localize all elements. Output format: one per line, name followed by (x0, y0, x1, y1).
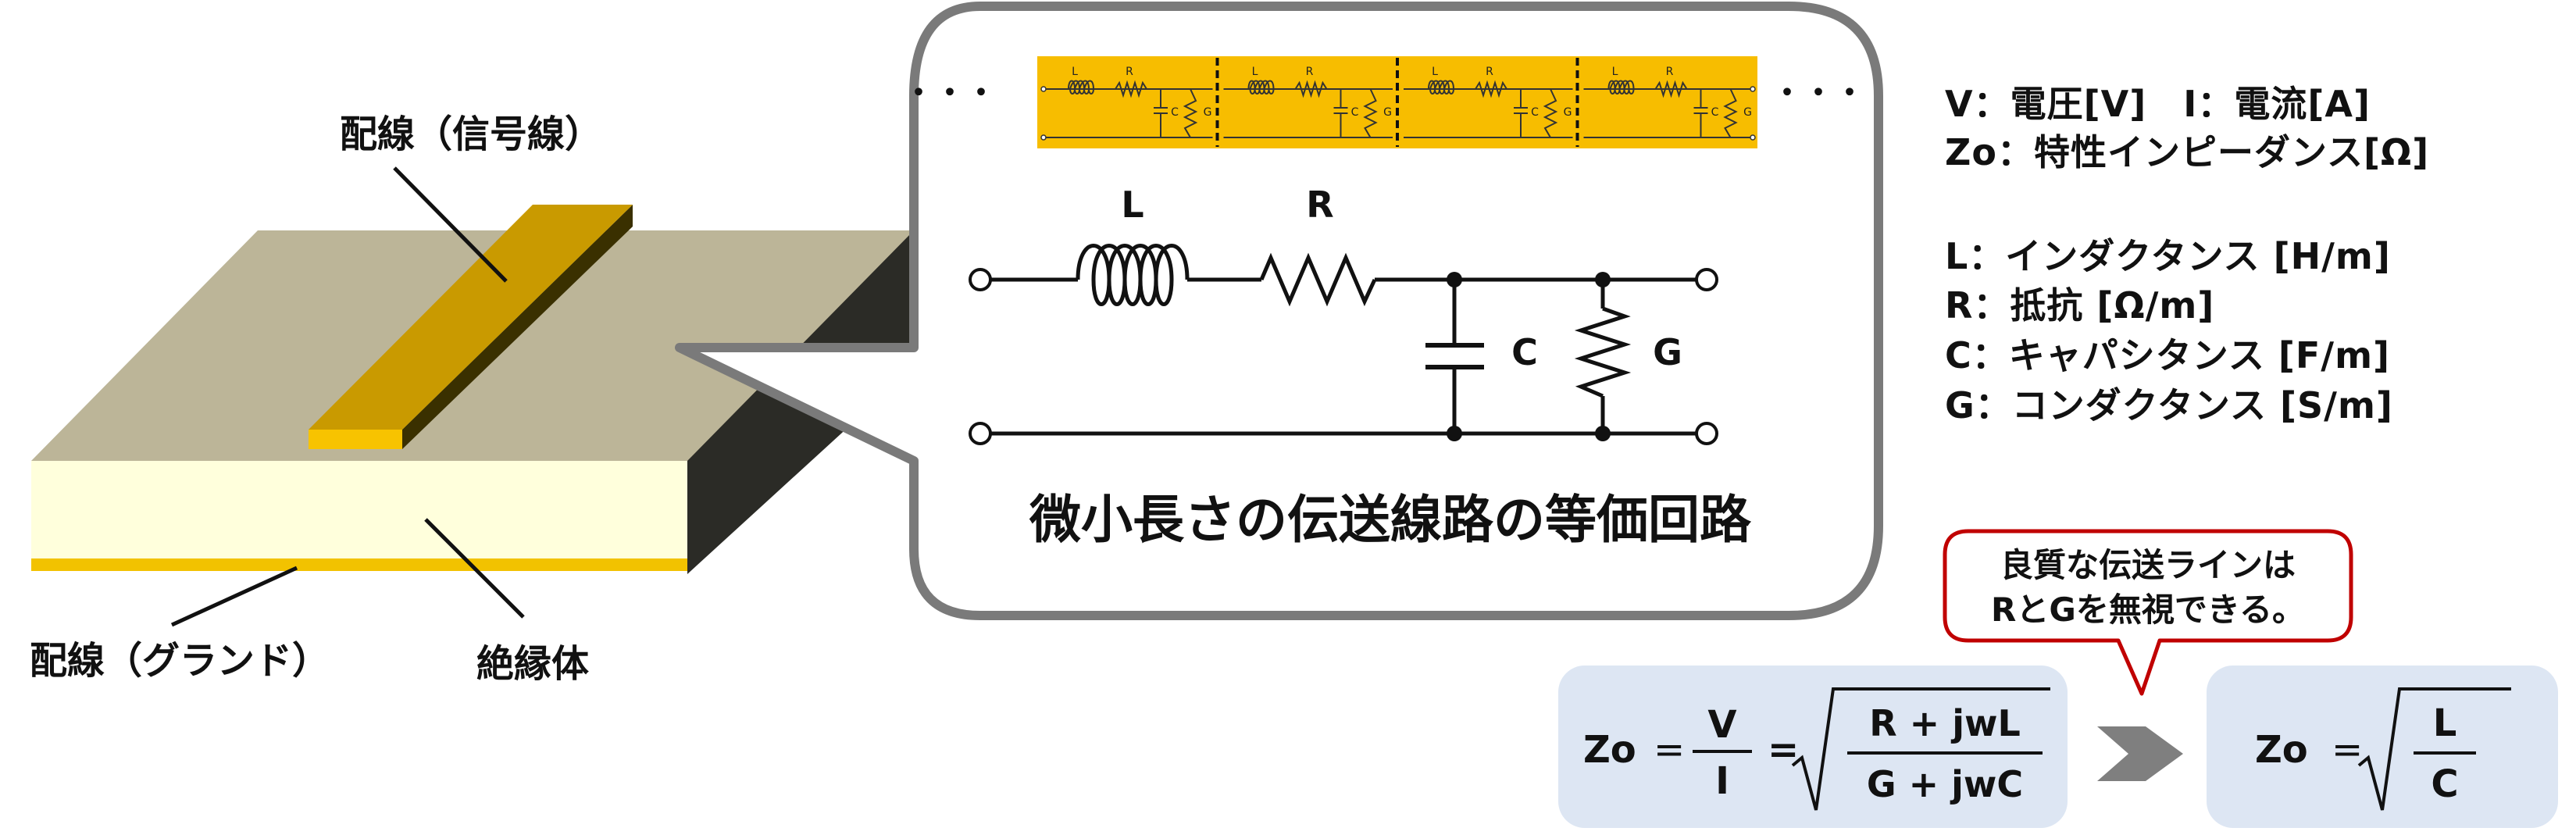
sqrt-sign (2357, 687, 2511, 811)
legend-line-resistance: R：抵抗 [Ω/m] (1945, 284, 2215, 327)
strip-terminal (1750, 86, 1756, 92)
strip-label: R (1666, 66, 1674, 78)
node-dot (1595, 272, 1611, 287)
inductor-label: L (1121, 184, 1144, 226)
formula-simple-root-den: C (2431, 762, 2458, 806)
legend-line-voltage-current: V：電圧[V] I：電流[A] (1945, 83, 2371, 125)
conductance-zigzag (1574, 306, 1632, 398)
ground-wire-label: 配線（グランド） (30, 639, 330, 683)
formula-full: Zo = V I = R + jwL G + jwC (1583, 687, 2050, 811)
inductor-coil (1076, 244, 1190, 306)
strip-conductance (1543, 88, 1558, 138)
ground-plane (31, 558, 687, 571)
strip-label: C (1711, 106, 1719, 119)
strip-resistor (1115, 80, 1147, 98)
signal-trace-front (309, 430, 402, 449)
resistor-zigzag (1259, 252, 1377, 307)
strip-label: L (1612, 66, 1618, 78)
formula-simple-lhs: Zo (2255, 728, 2308, 772)
formula-full-root-num: R + jwL (1869, 702, 2021, 744)
strip-label: R (1126, 66, 1133, 78)
strip-terminal (1040, 86, 1047, 92)
terminal-bottom-right (1695, 422, 1718, 445)
main-circuit (990, 244, 1707, 436)
board-front-face (31, 461, 687, 558)
capacitor-label: C (1511, 331, 1538, 373)
strip-terminal (1750, 134, 1756, 141)
pcb-illustration (31, 166, 914, 627)
strip-label: G (1743, 106, 1752, 119)
sqrt-sign (1791, 687, 2050, 811)
ground-leader-line (170, 566, 298, 627)
strip-label: C (1351, 106, 1359, 119)
signal-wire-label: 配線（信号線） (340, 112, 603, 156)
strip-label: L (1252, 66, 1258, 78)
signal-trace-side (402, 205, 633, 449)
signal-leader-line (393, 166, 508, 283)
arrow-right-icon (2097, 726, 2183, 781)
formula-full-lhs: Zo (1583, 728, 1636, 772)
strip-label: G (1383, 106, 1392, 119)
formula-full-frac-den: I (1715, 759, 1729, 803)
strip-label: G (1564, 106, 1572, 119)
strip-label: G (1204, 106, 1212, 119)
formula-full-frac-num: V (1707, 703, 1736, 747)
note-line-2: RとGを無視できる。 (1991, 591, 2305, 629)
legend-line-capacitance: C：キャパシタンス [F/m] (1945, 334, 2391, 376)
resistor-label: R (1306, 184, 1333, 226)
strip-resistor (1294, 80, 1328, 98)
strip-conductance (1363, 88, 1378, 138)
strip-inductor (1607, 80, 1635, 95)
node-dot (1447, 426, 1462, 441)
note-callout: 良質な伝送ラインは RとGを無視できる。 (1943, 529, 2353, 696)
formula-simple-eq: = (2332, 728, 2363, 772)
formula-full-eq1: = (1654, 728, 1685, 772)
signal-trace-top (309, 205, 633, 430)
strip-conductance (1723, 88, 1738, 138)
legend-line-conductance: G：コンダクタンス [S/m] (1945, 384, 2393, 426)
equivalent-circuit-callout: ・・・ ・・・ L R C G L R C G L R C G L R C G L R C G 微小長さの伝送… (675, 2, 1883, 620)
strip-conductance (1183, 88, 1198, 138)
strip-label: L (1432, 66, 1438, 78)
node-dot (1447, 272, 1462, 287)
legend-line-impedance: Zo：特性インピーダンス[Ω] (1945, 131, 2430, 173)
formula-full-root-den: G + jwC (1867, 763, 2023, 805)
strip-label: L (1072, 66, 1078, 78)
node-dot (1595, 426, 1611, 441)
strip-inductor (1428, 80, 1455, 95)
strip-terminal (1040, 134, 1047, 141)
circuit-strip-segments: L R C G L R C G L R C G L R C G (1040, 58, 1756, 147)
conductance-label: G (1653, 331, 1682, 373)
callout-caption: 微小長さの伝送線路の等価回路 (1029, 490, 1752, 550)
note-line-1: 良質な伝送ラインは (2000, 546, 2296, 584)
strip-label: C (1171, 106, 1179, 119)
ellipsis-left: ・・・ (903, 75, 997, 111)
strip-inductor (1247, 80, 1275, 95)
terminal-top-right (1695, 268, 1718, 291)
ellipsis-right: ・・・ (1771, 75, 1865, 111)
insulator-leader-line (424, 518, 525, 619)
terminal-top-left (969, 268, 992, 291)
strip-resistor (1654, 80, 1688, 98)
terminal-bottom-left (969, 422, 992, 445)
strip-inductor (1068, 80, 1095, 95)
strip-label: C (1531, 106, 1539, 119)
insulator-label: 絶縁体 (476, 642, 590, 686)
strip-label: R (1486, 66, 1493, 78)
formula-simple: Zo = L C (2255, 687, 2511, 811)
legend-line-inductance: L：インダクタンス [H/m] (1945, 235, 2391, 277)
formula-simple-root-num: L (2433, 701, 2457, 745)
strip-resistor (1475, 80, 1507, 98)
callout-bubble (675, 2, 1883, 620)
strip-label: R (1306, 66, 1314, 78)
